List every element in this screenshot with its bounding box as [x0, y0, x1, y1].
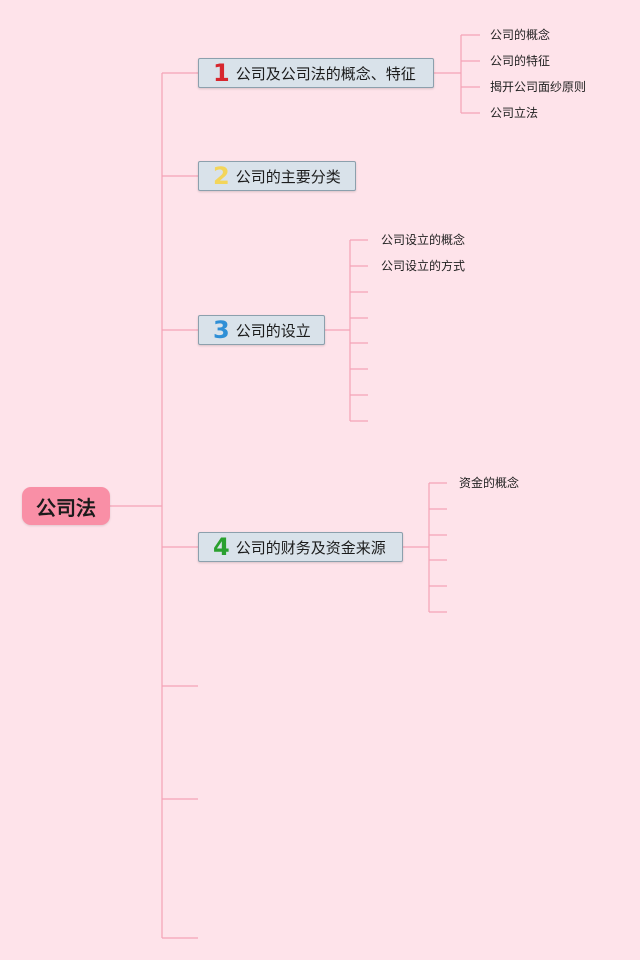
subtopic-capital-concept[interactable]: 资金的概念 — [459, 476, 520, 490]
topic-label-1: 公司及公司法的概念、特征 — [235, 64, 416, 83]
topic-node-1[interactable]: 1 公司及公司法的概念、特征 — [198, 58, 434, 88]
topic-node-3[interactable]: 3 公司的设立 — [198, 315, 325, 345]
topic-number-2: 2 — [213, 162, 230, 190]
topic-number-4: 4 — [213, 533, 230, 561]
topic-label-4: 公司的财务及资金来源 — [235, 538, 386, 557]
root-node[interactable]: 公司法 — [22, 487, 110, 525]
root-label: 公司法 — [36, 495, 96, 520]
topic-node-4[interactable]: 4 公司的财务及资金来源 — [198, 532, 403, 562]
subtopic-company-features[interactable]: 公司的特征 — [490, 54, 551, 68]
topic-number-3: 3 — [213, 316, 230, 344]
subtopic-company-concept[interactable]: 公司的概念 — [490, 28, 551, 42]
topic-label-3: 公司的设立 — [235, 321, 311, 340]
topic-label-2: 公司的主要分类 — [235, 167, 341, 186]
topic-number-1: 1 — [213, 59, 230, 87]
topic-node-2[interactable]: 2 公司的主要分类 — [198, 161, 356, 191]
subtopic-establishment-concept[interactable]: 公司设立的概念 — [381, 233, 466, 247]
subtopic-establishment-methods[interactable]: 公司设立的方式 — [381, 259, 466, 273]
subtopic-piercing-veil[interactable]: 揭开公司面纱原则 — [490, 80, 587, 94]
subtopic-company-legislation[interactable]: 公司立法 — [490, 106, 539, 120]
